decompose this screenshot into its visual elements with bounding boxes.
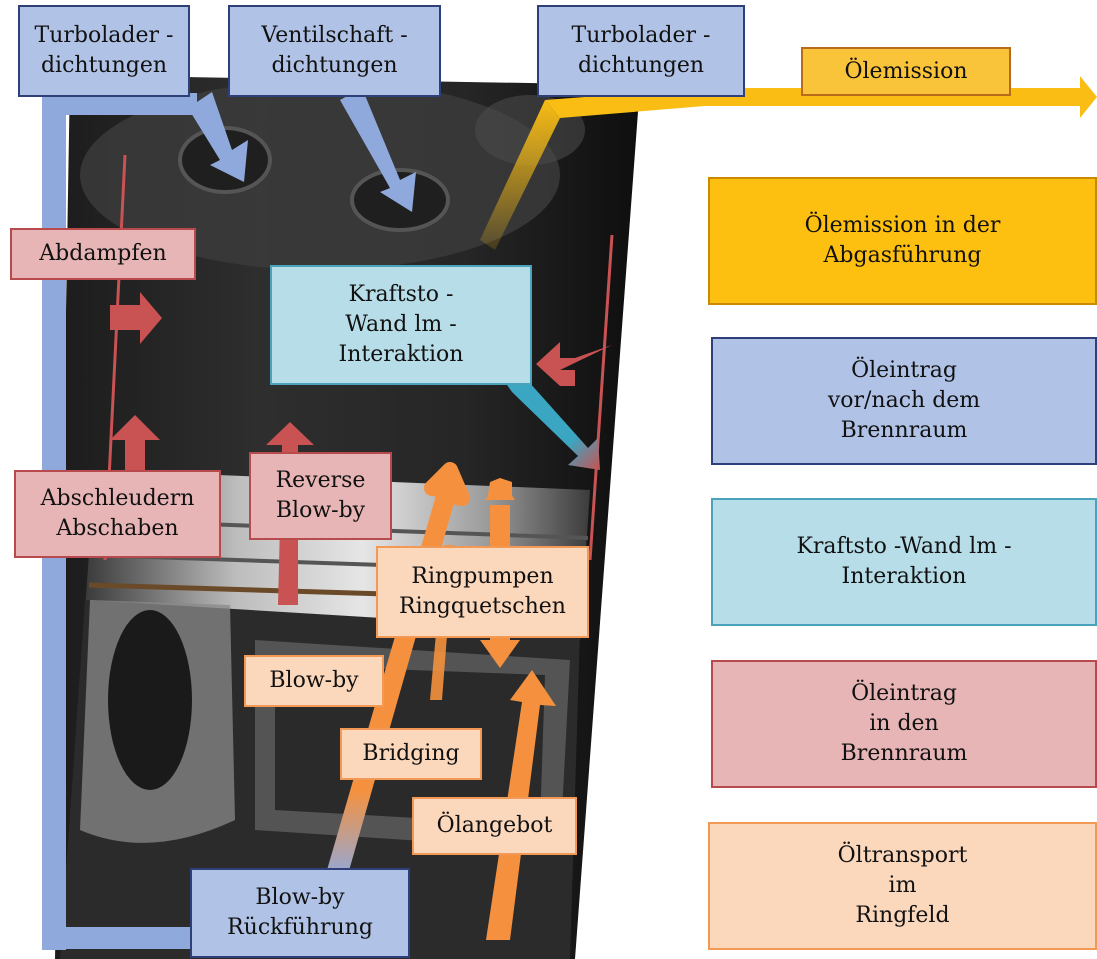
oil-supply-label: Ölangebot <box>412 797 577 855</box>
throw-off-scraping-label: Abschleudern Abschaben <box>14 470 221 558</box>
legend-oil-transport-ring-zone: Öltransport im Ringfeld <box>708 822 1097 950</box>
oil-emission-tag: Ölemission <box>801 47 1011 96</box>
turbocharger-seals-left-label: Turbolader - dichtungen <box>18 5 190 97</box>
legend-oil-emission-exhaust: Ölemission in der Abgasführung <box>708 177 1097 305</box>
reverse-blowby-label: Reverse Blow-by <box>249 452 392 540</box>
blowby-label: Blow-by <box>244 655 384 707</box>
legend-fuel-wall-film-interaction: Kraftsto -Wand lm - Interaktion <box>711 498 1097 626</box>
valve-stem-seals-label: Ventilschaft - dichtungen <box>228 5 441 97</box>
turbocharger-seals-right-label: Turbolader - dichtungen <box>537 5 745 97</box>
bridging-label: Bridging <box>340 728 482 780</box>
seal-arrows <box>188 88 416 212</box>
legend-oil-entry-combustion-chamber: Öleintrag in den Brennraum <box>711 660 1097 788</box>
evaporation-label: Abdampfen <box>10 228 196 280</box>
fuel-film-arrow <box>505 372 600 470</box>
fuel-wall-film-interaction-label: Kraftsto - Wand lm - Interaktion <box>270 265 532 385</box>
blowby-return-label: Blow-by Rückführung <box>190 868 410 958</box>
legend-oil-entry-before-after-combustion: Öleintrag vor/nach dem Brennraum <box>711 337 1097 465</box>
ring-pumping-label: Ringpumpen Ringquetschen <box>376 546 589 638</box>
